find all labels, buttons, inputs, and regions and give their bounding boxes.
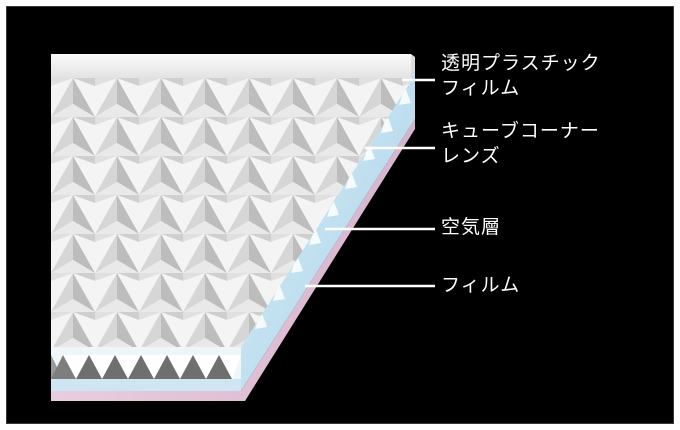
label-transparent-film-line1: 透明プラスチック [441, 52, 601, 74]
label-film-line1: フィルム [441, 274, 521, 296]
label-air-layer: 空気層 [441, 215, 501, 240]
cube-corner-face [51, 78, 413, 347]
transparent-film-top [51, 54, 411, 78]
diagram-panel: 透明プラスチック フィルム キューブコーナー レンズ 空気層 フィルム [6, 6, 674, 424]
label-cube-corner-lens: キューブコーナー レンズ [441, 119, 600, 169]
label-transparent-film-line2: フィルム [441, 77, 521, 99]
label-cube-corner-lens-line2: レンズ [441, 145, 501, 167]
label-transparent-film: 透明プラスチック フィルム [441, 51, 601, 101]
front-prisms [51, 355, 241, 379]
label-film: フィルム [441, 273, 520, 298]
side-prism-teeth [255, 87, 411, 329]
label-cube-corner-lens-line1: キューブコーナー [441, 120, 600, 142]
retroreflective-sheet-illustration [51, 54, 435, 401]
label-air-layer-line1: 空気層 [441, 216, 502, 238]
